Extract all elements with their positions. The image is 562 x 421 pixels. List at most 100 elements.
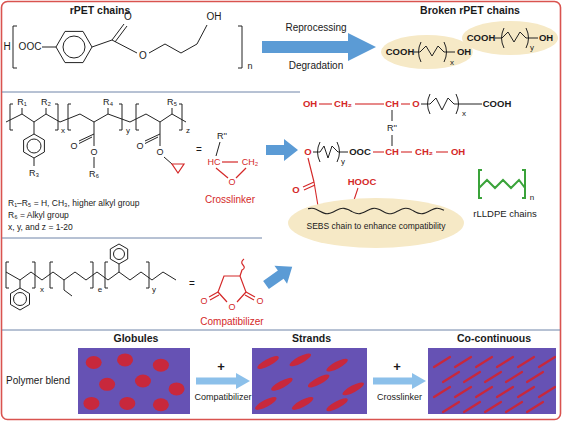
highlight-oval: SEBS chain to enhance compatibility [288, 198, 464, 248]
morphology-panel: Strands [252, 333, 371, 414]
blend-panel [428, 348, 556, 414]
rpet-structure [502, 28, 529, 48]
rpet-structure [92, 40, 112, 47]
product-structure [373, 151, 384, 152]
text-label: OH [539, 33, 553, 43]
product-structure [314, 182, 318, 206]
strand [341, 380, 365, 397]
text-label: = [196, 145, 202, 155]
rlldpe-chain [479, 170, 525, 198]
text-label: COOH [483, 99, 512, 109]
text-label: OOC [19, 42, 42, 52]
crosslinker-structure [10, 104, 182, 130]
morphology-drawing [252, 348, 367, 414]
crosslinker-structure [160, 134, 161, 146]
crosslinker-structure [145, 137, 158, 144]
text-label: CH₂ [334, 99, 352, 109]
sebs-structure [6, 272, 176, 280]
text-label: = [189, 279, 195, 289]
anhydride-group [218, 276, 246, 302]
text-label: e [98, 286, 102, 294]
globule [135, 375, 151, 388]
crosslinker-structure [108, 108, 109, 114]
wavy-chain [308, 208, 444, 213]
chain-bracket [318, 142, 340, 162]
co-continuous-strand [527, 402, 543, 412]
text-label: OH [207, 12, 222, 22]
text-label: x [40, 286, 44, 294]
globule [99, 378, 115, 391]
text-label: Compatibilizer [200, 317, 263, 327]
text-label: R₄ [103, 98, 113, 107]
edge-label: Crosslinker [377, 393, 422, 402]
globule [86, 356, 102, 369]
sebs-structure [110, 244, 127, 264]
co-continuous-strand [476, 387, 492, 397]
morphology-panel: Co-continuous [428, 333, 560, 414]
co-continuous-strand [527, 372, 543, 382]
sebs-structure [14, 293, 27, 306]
rpet-structure [42, 47, 56, 48]
text-label: O [70, 142, 77, 151]
text-label: y [152, 286, 156, 294]
text-label: R₁ [17, 98, 27, 107]
text-label: HOOC [348, 177, 377, 187]
co-continuous-strand [506, 402, 522, 412]
fragment-oval [381, 35, 473, 69]
text-label: OH [451, 147, 465, 157]
panel-heading: Co-continuous [428, 333, 560, 348]
text-label: HC [208, 158, 221, 167]
epoxide-group [172, 164, 184, 173]
chain-bracket [313, 94, 482, 162]
product-structure [401, 151, 412, 152]
co-continuous-strand [443, 372, 459, 382]
text-label: CH₂ [242, 158, 259, 167]
epoxide-group [216, 168, 228, 178]
process-arrow [260, 258, 299, 294]
anhydride-group [210, 295, 219, 300]
text-label: y [530, 44, 534, 52]
product-structure [355, 103, 384, 104]
text-label: COOH [386, 47, 415, 57]
panel-heading: Strands [252, 333, 371, 348]
fragment-oval [381, 21, 558, 69]
strand [254, 395, 278, 412]
text-label: + [393, 360, 401, 373]
product-structure [319, 103, 332, 104]
text-label: O [200, 297, 207, 306]
rpet-structure [13, 26, 17, 68]
product-structure [304, 185, 315, 190]
co-continuous-strand [434, 357, 450, 367]
sebs-structure [64, 280, 72, 296]
product-structure [303, 104, 448, 206]
rpet-structure [112, 40, 137, 53]
crosslinker-structure [94, 134, 95, 146]
sebs-structure [6, 244, 176, 310]
text-label: rLLDPE chains [473, 209, 536, 219]
chain-bracket [392, 135, 393, 146]
strand [306, 372, 330, 389]
text-label: z [186, 127, 190, 135]
text-label: CH [385, 99, 399, 109]
sebs-structure [119, 264, 120, 272]
sebs-structure [20, 280, 21, 288]
strand [325, 396, 349, 413]
panel-heading: Globules [78, 333, 194, 348]
co-continuous-strand [485, 372, 501, 382]
sebs-structure [114, 249, 125, 260]
morphology-drawing [428, 348, 556, 414]
text-label: x, y, and z = 1-20 [8, 223, 73, 232]
globule [117, 353, 133, 366]
crosslinker-structure [94, 157, 95, 168]
crosslinker-structure [216, 142, 220, 156]
crosslinker-structure [34, 122, 35, 134]
rpet-structure [115, 26, 127, 42]
product-structure [436, 151, 448, 152]
crosslinker-structure [94, 122, 95, 134]
chain-bracket [392, 110, 393, 121]
process-arrow [196, 378, 238, 385]
co-continuous-strand [497, 387, 513, 397]
globule [153, 398, 169, 411]
text-label: O [228, 303, 235, 312]
